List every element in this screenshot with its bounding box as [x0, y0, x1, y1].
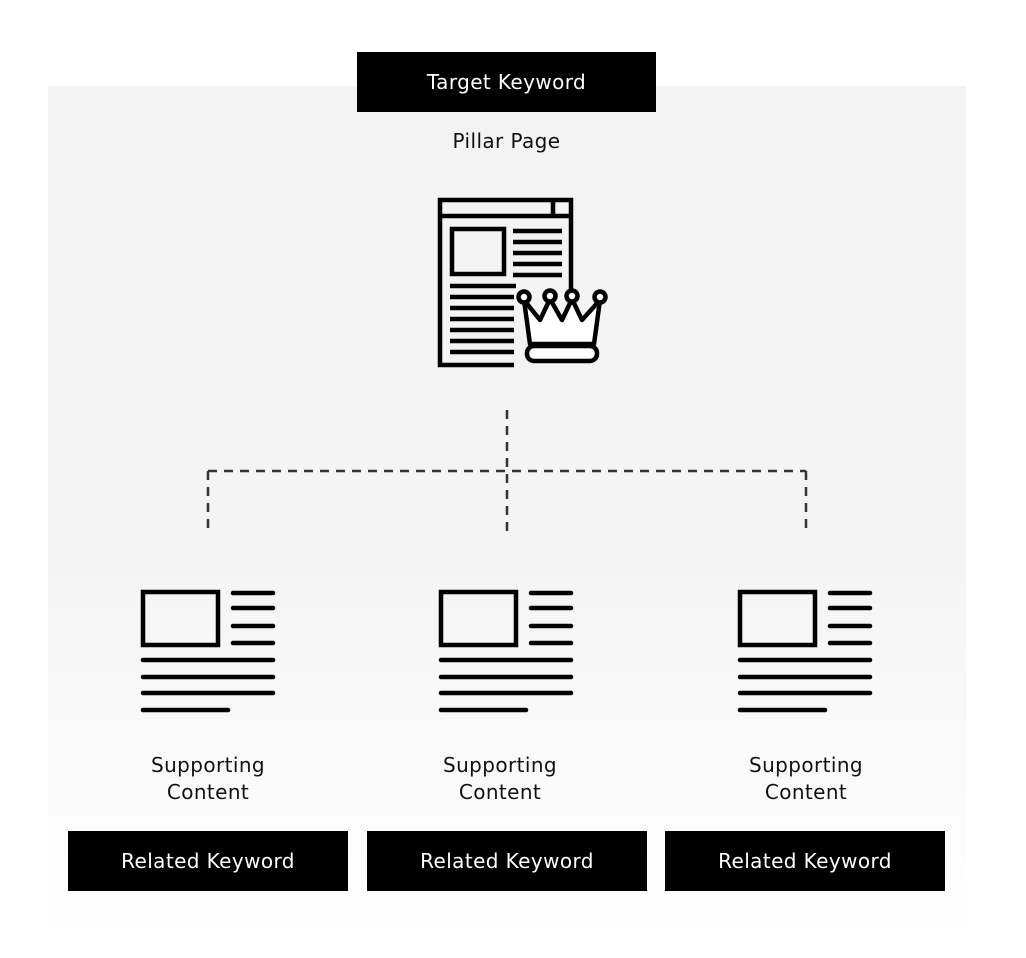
- target-keyword-box: Target Keyword: [357, 52, 656, 112]
- supporting-content-label-line1: Supporting: [151, 753, 265, 777]
- related-keyword-box: Related Keyword: [665, 831, 945, 891]
- supporting-content-label-line1: Supporting: [749, 753, 863, 777]
- related-keyword-box: Related Keyword: [367, 831, 647, 891]
- supporting-content-label: Supporting Content: [390, 752, 610, 806]
- supporting-content-label: Supporting Content: [98, 752, 318, 806]
- supporting-content-label-line1: Supporting: [443, 753, 557, 777]
- related-keyword-label: Related Keyword: [121, 849, 295, 873]
- article-document-icon: [140, 589, 276, 713]
- related-keyword-label: Related Keyword: [718, 849, 892, 873]
- target-keyword-label: Target Keyword: [426, 70, 587, 94]
- supporting-content-label: Supporting Content: [696, 752, 916, 806]
- supporting-content-label-line2: Content: [764, 780, 848, 804]
- related-keyword-label: Related Keyword: [420, 849, 594, 873]
- article-document-icon: [737, 589, 873, 713]
- pillar-page-crown-icon: [437, 197, 608, 368]
- article-document-icon: [438, 589, 574, 713]
- supporting-content-label-line2: Content: [458, 780, 542, 804]
- pillar-page-label: Pillar Page: [452, 129, 561, 153]
- related-keyword-box: Related Keyword: [68, 831, 348, 891]
- supporting-content-label-line2: Content: [166, 780, 250, 804]
